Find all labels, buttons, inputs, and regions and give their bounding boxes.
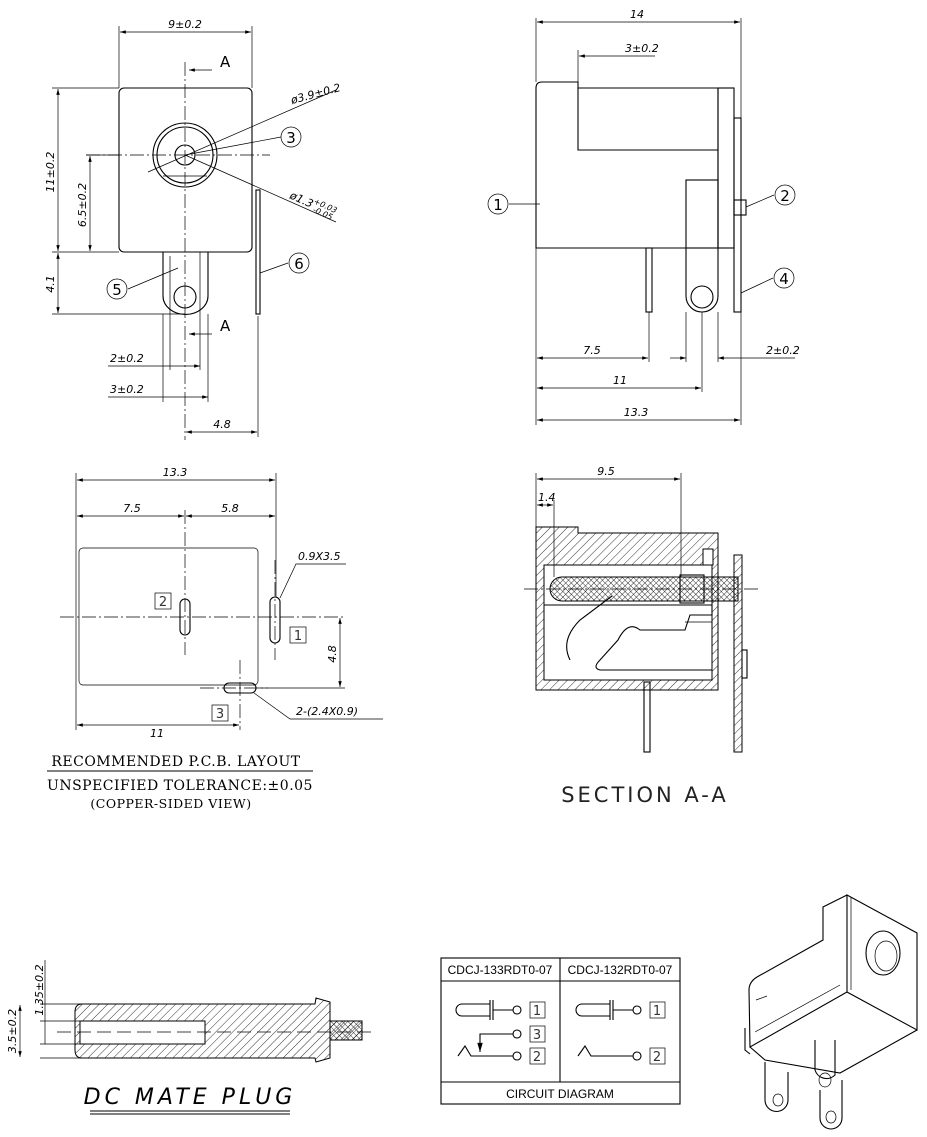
callout-2 xyxy=(774,184,796,206)
pcb-left-dim: 7.5 xyxy=(123,502,141,515)
pcb-offset-dim: 11 xyxy=(150,727,164,740)
callout-1 xyxy=(487,193,509,215)
callout-5 xyxy=(106,278,128,300)
isometric-view xyxy=(744,894,918,1130)
pcb-layout-title: RECOMMENDED P.C.B. LAYOUT xyxy=(51,754,300,770)
pcb-slot-dim: 0.9X3.5 xyxy=(298,550,341,563)
callout-6 xyxy=(288,252,310,274)
plug-outer-dia-dim: 3.5±0.2 xyxy=(6,1009,19,1053)
center-height-dim: 6.5±0.2 xyxy=(76,183,89,227)
slot-dim: 2±0.2 xyxy=(110,352,144,365)
circuit-diagram: CDCJ-133RDT0-07 CDCJ-132RDT0-07 CIRCUIT … xyxy=(440,957,681,1105)
wall-dim: 1.4 xyxy=(538,491,556,504)
overall-dim: 13.3 xyxy=(624,406,649,419)
pin-width-dim: 3±0.2 xyxy=(110,383,144,396)
callout-4 xyxy=(773,267,795,289)
pin-gap-dim: 2±0.2 xyxy=(766,344,800,357)
jack-body-side xyxy=(535,81,719,249)
pcb-view-note: (COPPER-SIDED VIEW) xyxy=(90,796,251,811)
pin-b-1: 1 xyxy=(653,1004,661,1019)
svg-text:1: 1 xyxy=(493,196,503,214)
model-b-label: CDCJ-132RDT0-07 xyxy=(568,963,673,977)
pin-b-2: 2 xyxy=(653,1050,661,1065)
plug-title: DC MATE PLUG xyxy=(84,1085,297,1110)
pcb-spacing-dim: 4.8 xyxy=(326,645,339,663)
jack-body-front xyxy=(118,87,253,253)
pin-5 xyxy=(162,252,209,315)
pin2-pos-dim: 11 xyxy=(613,374,627,387)
section-spring xyxy=(544,604,713,671)
outer-diameter-dim: ø3.9±0.2 xyxy=(288,81,342,107)
footprint-outline xyxy=(78,547,259,686)
svg-text:3: 3 xyxy=(286,129,296,147)
pcb-right-dim: 5.8 xyxy=(221,502,239,515)
plug-inner-dia-dim: 1.35±0.2 xyxy=(33,964,46,1015)
svg-text:6: 6 xyxy=(294,255,304,273)
section-mark-top: A xyxy=(220,53,231,71)
iso-jack-opening xyxy=(865,930,901,976)
front-view: A A 9±0.2 ø3.9±0.2 ø1.3+0.03-0.05 3 11±0… xyxy=(44,18,342,440)
pad-hole-2 xyxy=(179,598,191,636)
iso-pin-right xyxy=(819,1080,843,1130)
side-view: 14 3±0.2 1 2 4 7.5 2±0.2 11 13.3 xyxy=(487,8,800,425)
section-mark-bottom: A xyxy=(220,317,231,335)
pin-a-3: 3 xyxy=(533,1028,541,1043)
pin-a-2: 2 xyxy=(533,1050,541,1065)
center-pin xyxy=(174,144,196,166)
pad-label-3: 3 xyxy=(216,707,224,722)
pcb-tolerance-note: UNSPECIFIED TOLERANCE:±0.05 xyxy=(47,778,313,794)
pin-length-dim: 4.1 xyxy=(44,275,57,293)
jack-opening-outer xyxy=(152,122,218,188)
depth-dim: 9.5 xyxy=(597,465,615,478)
section-a-a: 9.5 1.4 SECTION A-A xyxy=(524,465,760,807)
pad-hole-1 xyxy=(269,596,281,644)
circuit-footer: CIRCUIT DIAGRAM xyxy=(506,1087,614,1101)
pcb-layout: 2 1 3 13.3 7.5 5.8 0.9X3.5 4.8 2-(2.4X0.… xyxy=(47,466,383,811)
pad-label-2: 2 xyxy=(159,595,167,610)
svg-text:4: 4 xyxy=(779,270,789,288)
pin-a-1: 1 xyxy=(533,1004,541,1019)
length-dim: 14 xyxy=(630,8,644,21)
model-a-label: CDCJ-133RDT0-07 xyxy=(448,963,553,977)
svg-text:5: 5 xyxy=(112,281,122,299)
offset-dim: 4.8 xyxy=(213,418,231,431)
pin-diameter-dim: ø1.3+0.03-0.05 xyxy=(286,187,338,223)
pin-6 xyxy=(255,189,261,315)
iso-pin-left xyxy=(764,1062,789,1112)
pcb-hole-dim: 2-(2.4X0.9) xyxy=(296,705,358,718)
callout-3 xyxy=(280,126,302,148)
pcb-width-dim: 13.3 xyxy=(163,466,188,479)
height-dim: 11±0.2 xyxy=(44,152,57,193)
section-title: SECTION A-A xyxy=(561,783,729,807)
pin-pos-dim: 7.5 xyxy=(583,344,601,357)
svg-text:2: 2 xyxy=(780,187,790,205)
pad-hole-3 xyxy=(223,682,257,694)
iso-front-face xyxy=(846,894,918,1031)
flange-dim: 3±0.2 xyxy=(625,42,659,55)
pad-label-1: 1 xyxy=(294,629,302,644)
width-dim: 9±0.2 xyxy=(168,18,202,31)
dc-mate-plug: 3.5±0.2 1.35±0.2 DC MATE PLUG xyxy=(6,960,372,1115)
